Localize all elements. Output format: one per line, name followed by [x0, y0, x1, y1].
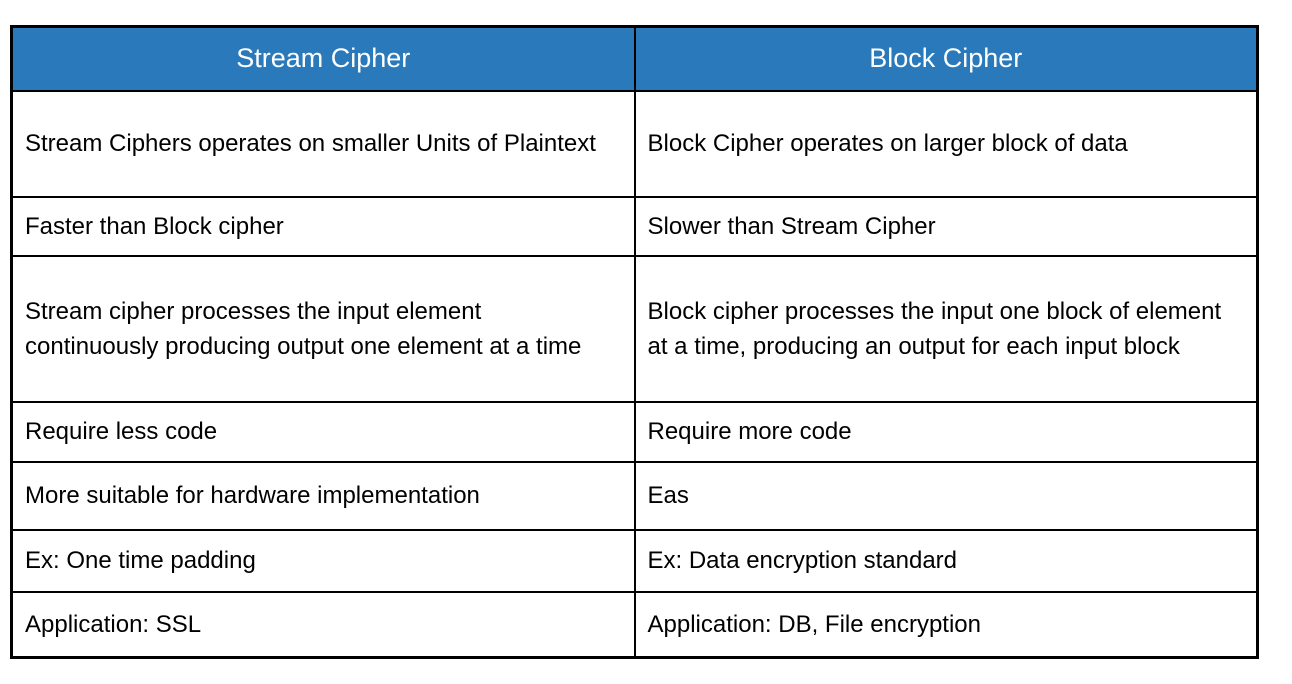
table-cell-block: Slower than Stream Cipher [633, 195, 1259, 257]
table-cell-stream: More suitable for hardware implementatio… [10, 460, 636, 531]
table-cell-stream: Application: SSL [10, 590, 636, 659]
column-header-stream-cipher: Stream Cipher [10, 25, 636, 92]
table-row: Application: SSL Application: DB, File e… [10, 590, 1259, 659]
column-header-block-cipher: Block Cipher [633, 25, 1259, 92]
table-cell-block: Block Cipher operates on larger block of… [633, 89, 1259, 198]
table-cell-block: Eas [633, 460, 1259, 531]
table-cell-stream: Require less code [10, 400, 636, 463]
table-cell-stream: Stream Ciphers operates on smaller Units… [10, 89, 636, 198]
comparison-table: Stream Cipher Block Cipher Stream Cipher… [10, 25, 1259, 659]
table-cell-block: Block cipher processes the input one blo… [633, 254, 1259, 403]
table-cell-block: Application: DB, File encryption [633, 590, 1259, 659]
table-row: Stream Ciphers operates on smaller Units… [10, 89, 1259, 198]
table-cell-block: Ex: Data encryption standard [633, 528, 1259, 593]
table-cell-block: Require more code [633, 400, 1259, 463]
table-row: More suitable for hardware implementatio… [10, 460, 1259, 531]
table-cell-stream: Faster than Block cipher [10, 195, 636, 257]
table-cell-stream: Ex: One time padding [10, 528, 636, 593]
table-row: Stream cipher processes the input elemen… [10, 254, 1259, 403]
table-row: Ex: One time padding Ex: Data encryption… [10, 528, 1259, 593]
table-cell-stream: Stream cipher processes the input elemen… [10, 254, 636, 403]
table-row: Faster than Block cipher Slower than Str… [10, 195, 1259, 257]
table-header-row: Stream Cipher Block Cipher [10, 25, 1259, 92]
table-row: Require less code Require more code [10, 400, 1259, 463]
